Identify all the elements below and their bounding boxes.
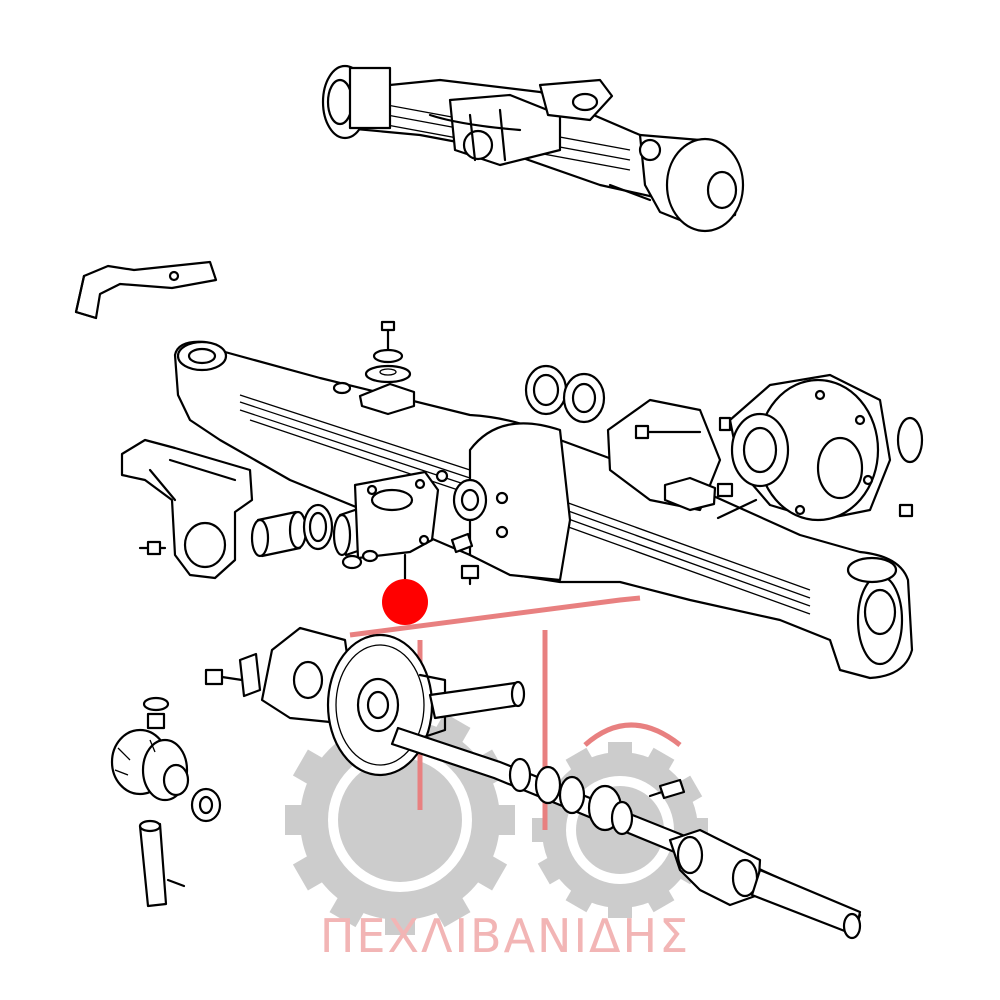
pivot-pin-flange [332, 470, 440, 560]
axle-assembly-overview [321, 64, 745, 233]
sensor-block [663, 476, 758, 520]
pivot-bushing [250, 510, 308, 558]
watermark-brand-text: ΠΕΧΛΙΒΑΝΙΔΗΣ [320, 909, 690, 963]
axle-housing [173, 340, 914, 680]
spider-gear-set [110, 696, 190, 802]
differential-pin [138, 819, 186, 908]
thrust-washer [302, 503, 334, 551]
pinion-shaft [428, 680, 526, 720]
pivot-support-bracket [120, 438, 254, 580]
drive-shaft [390, 726, 862, 940]
callout-marker [382, 553, 428, 625]
mounting-bracket [74, 260, 218, 320]
swivel-housing [718, 373, 924, 522]
thrust-washer-small [190, 787, 222, 823]
wheel-bearings [524, 364, 606, 424]
nut-washer-set [341, 532, 480, 586]
top-bolt-stack [364, 320, 412, 384]
red-marker-dot [382, 579, 428, 625]
